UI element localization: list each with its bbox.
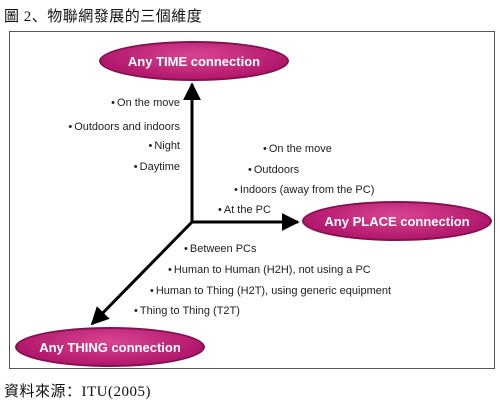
list-item: •Daytime	[133, 161, 180, 173]
thing-axis-arrow	[90, 220, 194, 326]
list-item: •Thing to Thing (T2T)	[134, 305, 240, 317]
thing-connection-node: Any THING connection	[15, 327, 205, 367]
figure-title: 圖 2、物聯網發展的三個維度	[4, 9, 203, 25]
list-item: •Night	[148, 140, 180, 152]
thing-connection-label: Any THING connection	[39, 339, 181, 355]
figure-source: 資料來源：ITU(2005)	[4, 384, 151, 400]
list-item: •Human to Thing (H2T), using generic equ…	[150, 285, 392, 297]
list-item: •On the move	[263, 143, 332, 155]
list-item: •Between PCs	[184, 243, 257, 255]
list-item: •Outdoors	[248, 164, 300, 176]
list-item: •Outdoors and indoors	[68, 121, 180, 133]
time-connection-node: Any TIME connection	[99, 41, 289, 81]
place-connection-node: Any PLACE connection	[302, 201, 492, 241]
list-item: •On the move	[111, 97, 180, 109]
list-item: •At the PC	[218, 204, 271, 216]
place-connection-label: Any PLACE connection	[324, 213, 470, 229]
list-item: •Indoors (away from the PC)	[234, 184, 375, 196]
arrow-layer	[90, 82, 300, 326]
list-item: •Human to Human (H2H), not using a PC	[168, 264, 371, 276]
time-connection-label: Any TIME connection	[127, 53, 261, 69]
diagram-frame: Any TIME connection Any PLACE connection…	[9, 31, 495, 369]
